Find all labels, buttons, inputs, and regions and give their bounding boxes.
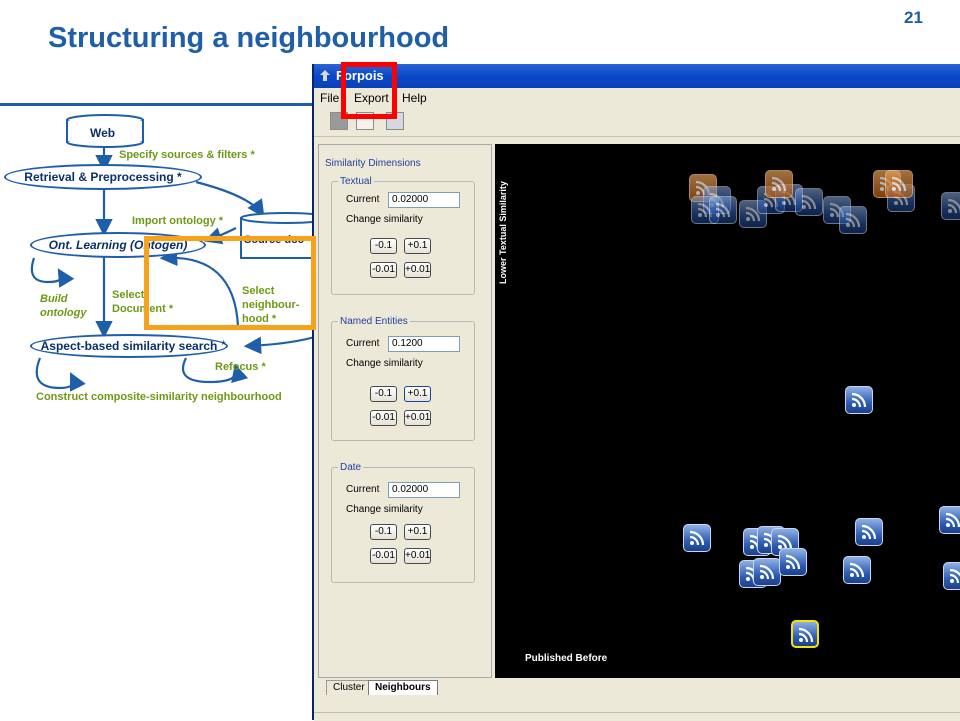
import-ontology-label: Import ontology * <box>132 215 224 227</box>
textual-group: Textual Current 0.02000 Change similarit… <box>331 176 475 295</box>
textual-plus-0.01-button[interactable]: +0.01 <box>404 262 431 278</box>
rss-feed-icon[interactable] <box>855 518 883 546</box>
panel-title: Similarity Dimensions <box>325 158 421 169</box>
slide-title: Structuring a neighbourhood <box>48 22 450 54</box>
slide-number: 21 <box>904 8 923 27</box>
menu-export[interactable]: Export <box>354 91 389 105</box>
select-document-label-1: Select <box>112 289 145 301</box>
rss-feed-icon[interactable] <box>779 548 807 576</box>
menu-file[interactable]: File <box>320 91 340 105</box>
bottom-tabs: Cluster Neighbours <box>318 680 958 696</box>
rss-feed-icon[interactable] <box>843 556 871 584</box>
select-neighbourhood-label-2: neighbour- <box>242 299 300 311</box>
named-entities-plus-0.01-button[interactable]: +0.01 <box>404 410 431 426</box>
build-ontology-label-1: Build <box>40 293 68 305</box>
date-plus-0.01-button[interactable]: +0.01 <box>404 548 431 564</box>
named-entities-current-input[interactable]: 0.1200 <box>388 336 460 352</box>
retrieval-node: Retrieval & Preprocessing * <box>4 164 202 190</box>
named-entities-current-label: Current <box>346 338 380 349</box>
rss-feed-icon[interactable] <box>839 206 867 234</box>
rss-feed-icon[interactable] <box>943 562 960 590</box>
rss-feed-icon[interactable] <box>739 200 767 228</box>
named-entities-plus-0.1-button[interactable]: +0.1 <box>404 386 431 402</box>
rss-feed-icon[interactable] <box>709 196 737 224</box>
orange-highlight-box <box>144 236 316 330</box>
named-entities-minus-0.01-button[interactable]: -0.01 <box>370 410 397 426</box>
tab-neighbours[interactable]: Neighbours <box>368 680 438 695</box>
aspect-search-node: Aspect-based similarity search <box>30 334 228 358</box>
web-label: Web <box>90 126 116 140</box>
rss-feed-icon[interactable] <box>795 188 823 216</box>
ont-learning-label: Ont. Learning (Ontogen) <box>48 238 188 252</box>
date-title: Date <box>338 462 364 473</box>
aspect-search-star: * <box>221 338 226 352</box>
rss-feed-icon[interactable] <box>941 192 960 220</box>
forpois-window: Forpois File Export Help Similarity Dime… <box>312 64 960 721</box>
menu-bar: File Export Help <box>314 88 960 108</box>
rss-feed-icon[interactable] <box>939 506 960 534</box>
specify-sources-label: Specify sources & filters * <box>119 149 255 161</box>
window-titlebar[interactable]: Forpois <box>314 64 960 88</box>
named-entities-minus-0.1-button[interactable]: -0.1 <box>370 386 397 402</box>
date-current-input[interactable]: 0.02000 <box>388 482 460 498</box>
build-ontology-label-2: ontology <box>40 307 87 319</box>
rss-feed-icon[interactable] <box>753 558 781 586</box>
web-cylinder: Web <box>66 114 144 148</box>
select-neighbourhood-label-3: hood * <box>242 313 277 325</box>
ont-learning-node: Ont. Learning (Ontogen) <box>30 232 206 258</box>
retrieval-label: Retrieval & Preprocessing * <box>24 170 182 184</box>
textual-current-label: Current <box>346 194 380 205</box>
neighbourhood-canvas[interactable]: Lower Textual Similarity Published Befor… <box>495 144 960 678</box>
rss-feed-icon[interactable] <box>683 524 711 552</box>
named-entities-change-label: Change similarity <box>346 358 423 369</box>
refocus-label: Refocus * <box>215 361 266 373</box>
construct-neighbourhood-label: Construct composite-similarity neighbour… <box>36 391 282 403</box>
textual-change-label: Change similarity <box>346 214 423 225</box>
similarity-dimensions-panel: Similarity Dimensions Textual Current 0.… <box>318 144 492 678</box>
rss-feed-icon[interactable] <box>845 386 873 414</box>
rss-feed-icon[interactable] <box>885 170 913 198</box>
status-bar <box>314 712 960 721</box>
textual-minus-0.1-button[interactable]: -0.1 <box>370 238 397 254</box>
date-group: Date Current 0.02000 Change similarity -… <box>331 462 475 583</box>
textual-current-input[interactable]: 0.02000 <box>388 192 460 208</box>
date-current-label: Current <box>346 484 380 495</box>
aspect-search-label: Aspect-based similarity search <box>40 339 218 353</box>
textual-plus-0.1-button[interactable]: +0.1 <box>404 238 431 254</box>
date-minus-0.1-button[interactable]: -0.1 <box>370 524 397 540</box>
textual-minus-0.01-button[interactable]: -0.01 <box>370 262 397 278</box>
select-neighbourhood-label-1: Select <box>242 285 275 297</box>
red-highlight-box <box>341 62 397 119</box>
date-plus-0.1-button[interactable]: +0.1 <box>404 524 431 540</box>
rss-feed-icon[interactable] <box>765 170 793 198</box>
title-divider <box>0 103 330 106</box>
named-entities-title: Named Entities <box>338 316 410 327</box>
toolbar <box>314 108 960 137</box>
rss-feed-icon[interactable] <box>791 620 819 648</box>
textual-title: Textual <box>338 176 374 187</box>
tab-cluster[interactable]: Cluster <box>326 680 372 695</box>
vertical-axis-text: Lower Textual Similarity <box>498 181 508 284</box>
vertical-axis-label: Lower Textual Similarity <box>495 144 513 284</box>
app-icon <box>320 70 330 81</box>
window-title: Forpois <box>336 68 384 83</box>
select-document-label-2: Document * <box>112 303 174 315</box>
horizontal-axis-label: Published Before <box>525 653 608 664</box>
date-change-label: Change similarity <box>346 504 423 515</box>
date-minus-0.01-button[interactable]: -0.01 <box>370 548 397 564</box>
menu-help[interactable]: Help <box>402 91 427 105</box>
named-entities-group: Named Entities Current 0.1200 Change sim… <box>331 316 475 441</box>
